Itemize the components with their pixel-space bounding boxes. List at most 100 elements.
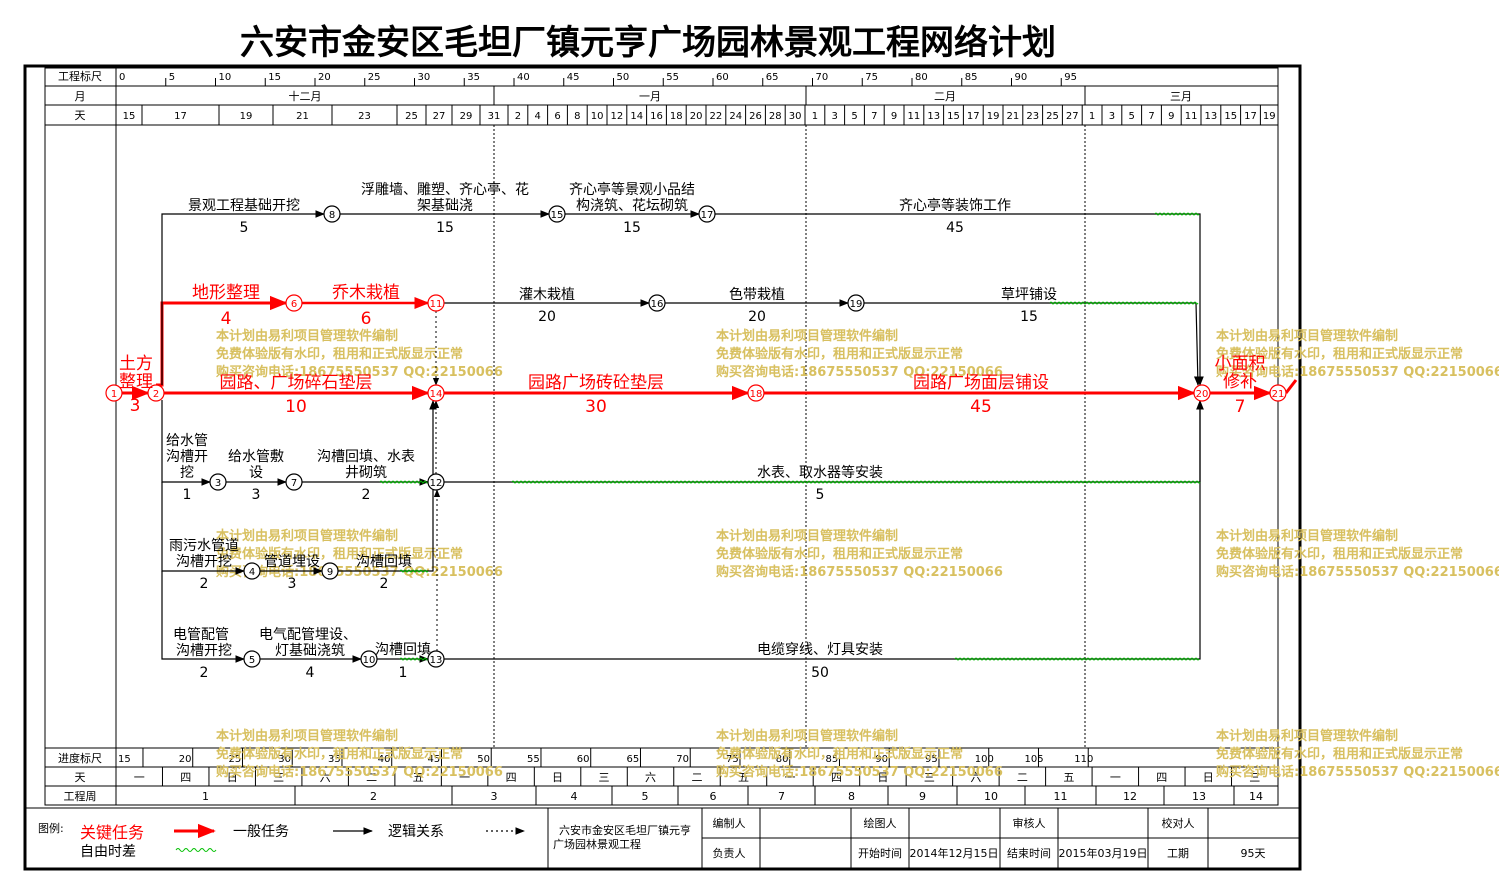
network-node-label: 20 — [1196, 389, 1209, 400]
day-cell: 19 — [1263, 111, 1276, 122]
weekday-cell: 三 — [599, 771, 610, 784]
network-node — [427, 473, 445, 491]
task-name: 园路、广场碎石垫层 — [220, 373, 373, 393]
task-arrow — [338, 400, 437, 572]
day-cell: 24 — [729, 111, 742, 122]
day-cell: 8 — [574, 111, 580, 122]
network-node — [360, 650, 378, 668]
task-duration: 15 — [623, 220, 641, 236]
day-cell: 19 — [987, 111, 1000, 122]
free-float — [1049, 301, 1199, 305]
network-node — [321, 562, 339, 580]
day-cell: 13 — [927, 111, 940, 122]
day-cell: 4 — [535, 111, 541, 122]
legend-float-line — [175, 848, 217, 852]
owner-label: 负责人 — [713, 846, 746, 860]
weekday-cell: 日 — [1203, 771, 1214, 784]
week-cell: 12 — [1123, 790, 1137, 803]
day-cell: 6 — [554, 111, 560, 122]
network-node — [209, 473, 227, 491]
day-cell: 25 — [1046, 111, 1059, 122]
watermark-line: 免费体验版有水印，租用和正式版显示正常 — [716, 546, 963, 562]
task-duration: 2 — [362, 487, 371, 503]
task-name: 草坪铺设 — [1001, 287, 1057, 303]
week-cell: 13 — [1192, 790, 1206, 803]
weekday-cell: 六 — [645, 771, 656, 784]
day-cell: 11 — [908, 111, 921, 122]
day-cell: 26 — [749, 111, 762, 122]
day-cell: 3 — [1109, 111, 1115, 122]
day-cell: 21 — [1007, 111, 1020, 122]
task-duration: 6 — [361, 309, 372, 329]
task-name: 构浇筑、花坛砌筑 — [576, 198, 688, 214]
task-name: 沟槽开 — [166, 449, 208, 465]
scale-tick-label: 0 — [119, 72, 125, 83]
day-cell: 11 — [1185, 111, 1198, 122]
task-name: 管道埋设 — [264, 554, 320, 570]
day-cell: 1 — [812, 111, 818, 122]
task-name: 齐心亭等景观小品结 — [569, 181, 695, 198]
weekday-cell: 五 — [1063, 771, 1074, 784]
day-cell: 7 — [1148, 111, 1154, 122]
task-name: 整理 — [119, 372, 153, 392]
network-node-label: 11 — [430, 299, 443, 310]
task-arrow — [161, 571, 245, 663]
network-node-label: 15 — [551, 210, 564, 221]
scale-tick-label: 60 — [716, 72, 729, 83]
day-cell: 28 — [769, 111, 782, 122]
scale-tick-label: 15 — [268, 72, 281, 83]
task-duration: 5 — [240, 220, 249, 236]
day-cell: 15 — [947, 111, 960, 122]
network-node-label: 12 — [430, 478, 443, 489]
watermark-line: 免费体验版有水印，租用和正式版显示正常 — [1216, 546, 1463, 562]
task-name: 灌木栽植 — [519, 287, 575, 303]
progress-tick-label: 100 — [975, 754, 994, 765]
free-float-lines — [379, 212, 1201, 661]
duration-label: 工期 — [1167, 847, 1189, 860]
scale-tick-label: 50 — [617, 72, 630, 83]
task-duration: 10 — [285, 397, 307, 417]
watermark-line: 购买咨询电话:18675550537 QQ:22150066 — [216, 364, 503, 380]
week-cell: 11 — [1054, 790, 1068, 803]
network-node — [548, 205, 566, 223]
week-cell: 5 — [642, 790, 649, 803]
month-label: 月 — [75, 90, 86, 103]
month-cells: 十二月一月二月三月 — [289, 89, 1193, 103]
watermark-line: 免费体验版有水印，租用和正式版显示正常 — [716, 746, 963, 762]
task-duration: 50 — [811, 665, 829, 681]
watermark-line: 购买咨询电话:18675550537 QQ:22150066 — [216, 564, 503, 580]
weekday-cells: 一四日三六二五一四日三六二五一四日三六二五一四日三 — [134, 767, 1279, 786]
watermark-line: 本计划由易利项目管理软件编制 — [1216, 728, 1398, 744]
legend-info-grid — [25, 807, 1300, 869]
start-value: 2014年12月15日 — [910, 846, 999, 860]
network-node — [427, 384, 445, 402]
day-cell: 2 — [515, 111, 521, 122]
day-cell: 12 — [611, 111, 624, 122]
watermark-line: 免费体验版有水印，租用和正式版显示正常 — [216, 346, 463, 362]
day-cell: 17 — [1244, 111, 1257, 122]
progress-tick-label: 80 — [776, 754, 789, 765]
watermark-line: 免费体验版有水印，租用和正式版显示正常 — [1216, 346, 1463, 362]
free-float — [379, 480, 429, 484]
watermarks: 本计划由易利项目管理软件编制免费体验版有水印，租用和正式版显示正常购买咨询电话:… — [216, 328, 1499, 780]
task-duration: 5 — [816, 487, 825, 503]
scale-label: 工程标尺 — [58, 69, 102, 83]
day-cell: 15 — [1224, 111, 1237, 122]
free-float — [1154, 212, 1200, 216]
progress-tick-label: 60 — [577, 754, 590, 765]
task-name: 灯基础浇筑 — [275, 642, 345, 659]
watermark-line: 免费体验版有水印，租用和正式版显示正常 — [216, 546, 463, 562]
month-cell: 三月 — [1170, 90, 1192, 103]
day-cell: 14 — [630, 111, 643, 122]
network-node — [648, 294, 666, 312]
day-cell: 13 — [1205, 111, 1218, 122]
weekday-cell: 四 — [506, 771, 517, 784]
network-node-label: 2 — [153, 389, 159, 400]
day-cell: 23 — [358, 111, 371, 122]
watermark-line: 本计划由易利项目管理软件编制 — [216, 328, 398, 344]
scale-tick-label: 70 — [816, 72, 829, 83]
task-name: 给水管 — [166, 433, 208, 449]
scale-tick-label: 65 — [766, 72, 779, 83]
